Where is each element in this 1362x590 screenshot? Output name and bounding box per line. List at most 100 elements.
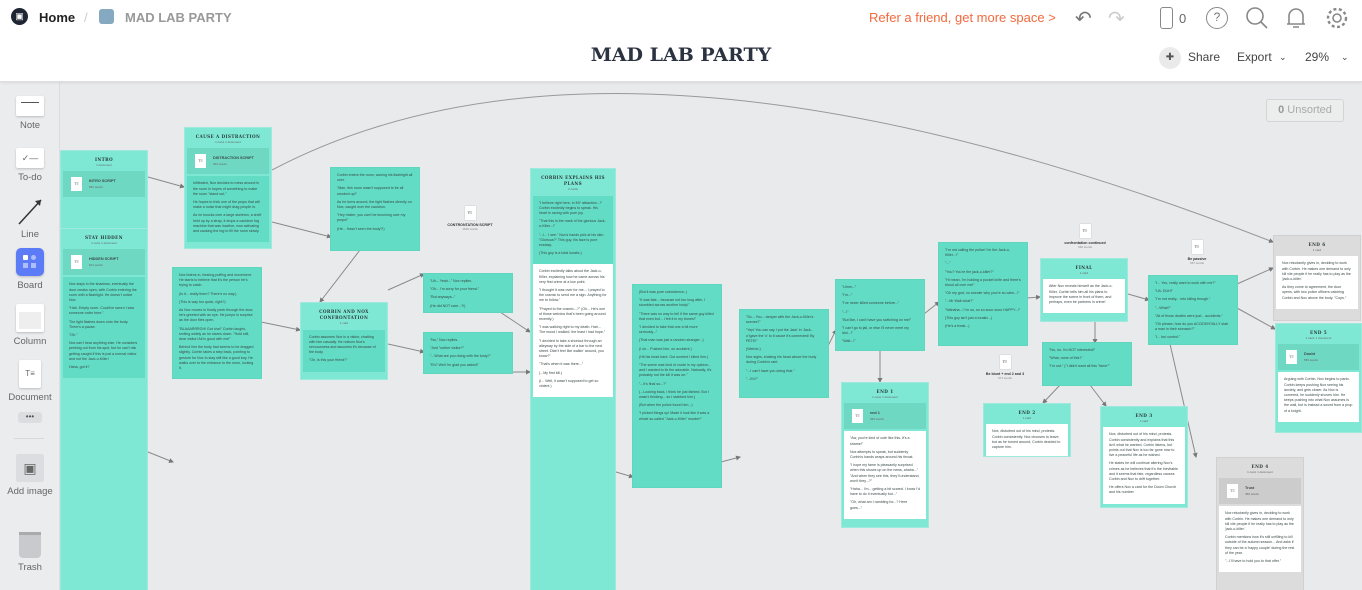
connector-line[interactable] [1236,307,1276,330]
connector-line[interactable] [260,321,301,332]
milanote-logo-icon[interactable]: ▣ [11,8,28,25]
note-card[interactable]: Arguing with Corbin, Nox begins to panic… [1278,372,1359,422]
note-text: "There was no way to tell if the same gu… [639,311,714,321]
connector-line[interactable] [1169,343,1198,458]
tool-line[interactable]: Line [0,196,60,240]
note-card[interactable]: Corbin assumes Nox is a visitor, chattin… [303,329,385,372]
connector-line[interactable] [1127,293,1150,302]
note-card[interactable]: "No, no. I'm NOT interested!""What, none… [1043,343,1131,385]
settings-gear-icon[interactable] [1325,6,1349,30]
undo-icon[interactable]: ↶ [1075,8,1092,30]
note-card[interactable]: Nox reluctantly gives in, deciding to wo… [1219,506,1301,573]
note-card[interactable]: "No," Nox replies."Just "nother visitor?… [424,333,512,373]
document-icon: T≡ [1079,224,1091,238]
help-icon[interactable]: ? [1206,7,1228,29]
note-card[interactable]: Nox, disturbed out of his mind, protests… [986,424,1068,456]
connector-line[interactable] [271,93,1274,243]
more-tools-button[interactable]: ••• [0,412,60,423]
connector-line[interactable] [1042,384,1061,404]
share-user-icon[interactable]: ✚ [1159,47,1181,69]
connector-line[interactable] [1089,384,1107,407]
note-text: "I decided to take that one a bit more s… [639,325,698,335]
connector-line[interactable] [923,301,940,315]
note-card[interactable]: "I believe right here, in MY attraction.… [533,195,613,265]
note-text: "Umm..." [842,285,857,289]
export-button[interactable]: Export [1237,50,1272,64]
connector-line[interactable] [499,311,531,333]
connector-line[interactable] [827,329,837,347]
trash-button[interactable]: Trash [0,532,60,573]
tool-column[interactable]: Column [0,304,60,347]
tool-todo[interactable]: ✓—To-do [0,148,60,183]
search-icon[interactable] [1245,6,1269,30]
note-card[interactable]: Corbin excitedly talks about the Jack-o-… [533,264,613,398]
note-card[interactable]: "Aw, you're kind of cute like this. It's… [844,431,926,519]
tool-board[interactable]: Board [0,248,60,291]
unsorted-button[interactable]: 0 Unsorted [1266,99,1344,122]
connector-line[interactable] [387,273,425,291]
connector-line[interactable] [1236,267,1274,285]
page-title[interactable]: MAD LAB PARTY [590,44,772,66]
note-card[interactable]: "I'm not calling the police! I'm the Jac… [939,243,1027,345]
note-card[interactable]: "Uh... Yeah..." Nox replies."Oh... I'm s… [424,274,512,312]
note-card[interactable]: After Nox reveals himself as the Jack-o-… [1043,279,1125,314]
note-card[interactable]: "I... You, really want to work with me?"… [1149,276,1237,344]
breadcrumb-board[interactable]: MAD LAB PARTY [125,10,232,25]
refer-friend-link[interactable]: Refer a friend, get more space > [869,10,1056,25]
tool-add-image[interactable]: ▣Add image [0,454,60,497]
note-card[interactable]: Nox, disturbed out of his mind, protests… [1103,427,1185,504]
breadcrumb-home[interactable]: Home [39,10,76,25]
note-card[interactable]: "Umm...""I'm...""I've never killed someo… [836,280,924,350]
note-card[interactable]: "So... You... tamper with the Jack-o-Kil… [740,310,828,397]
connector-line[interactable] [271,221,332,239]
note-card[interactable]: Nox listens in, hearing puffing and move… [173,268,261,378]
note-text: As he knocks over a large skeleton, a sh… [193,213,262,234]
note-card[interactable]: Corbin enters the room, waving his flash… [331,168,419,250]
note-text: "Hah. Empty room. Could've sworn I saw s… [69,306,135,316]
connector-line[interactable] [387,343,425,354]
tool-note[interactable]: Note [0,96,60,131]
connector-line[interactable] [720,455,741,463]
mobile-icon[interactable] [1160,7,1173,29]
note-card[interactable]: Nox stays in the shadows, eventually the… [63,277,145,379]
note-card[interactable]: (But it was pure coincidence..)"It was f… [633,285,721,487]
zoom-level[interactable]: 29% [1305,50,1330,64]
connector-line[interactable] [147,451,174,463]
connector-line[interactable] [147,176,185,189]
connector-line[interactable] [319,249,361,303]
tool-label: Note [19,120,41,131]
connector-line[interactable] [1026,294,1041,300]
share-button[interactable]: Share [1188,50,1221,64]
column-subtitle: 1 card, 1 document [872,395,898,400]
export-chevron-icon[interactable]: ⌄ [1279,52,1287,62]
connector-line[interactable] [615,471,634,479]
bell-icon[interactable] [1285,6,1307,30]
tool-document[interactable]: T≡Document [0,360,60,403]
note-card[interactable]: Infiltrated, Nox decides to mess around … [187,176,269,243]
zoom-chevron-icon[interactable]: ⌄ [1341,52,1349,62]
note-card[interactable]: Nox reluctantly gives in, deciding to wo… [1276,256,1358,309]
